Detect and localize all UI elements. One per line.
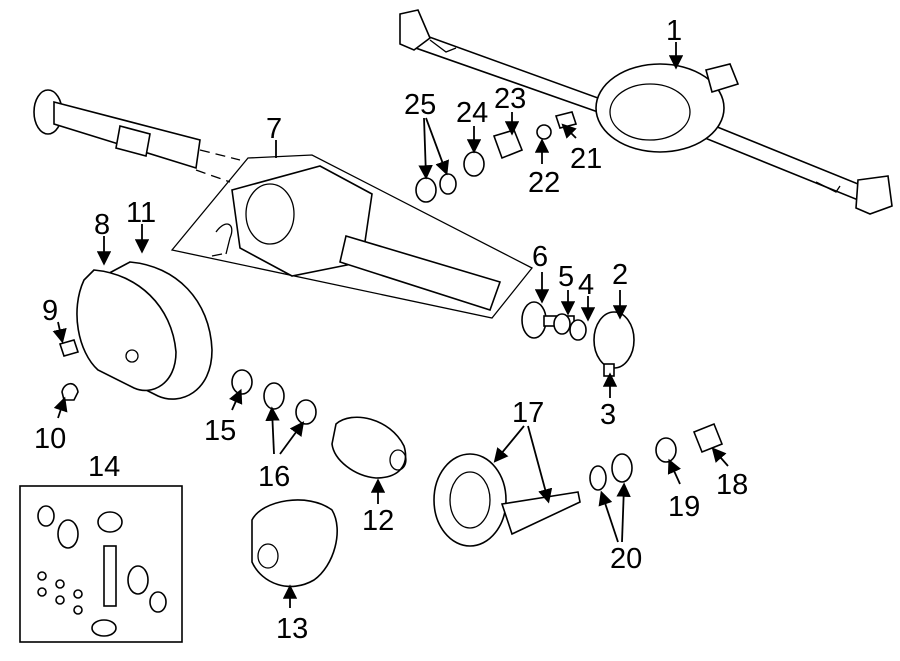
bearings xyxy=(231,369,317,425)
callout-23: 23 xyxy=(494,83,526,115)
callout-1: 1 xyxy=(666,15,682,47)
callout-10: 10 xyxy=(34,423,66,455)
callout-16: 16 xyxy=(258,461,290,493)
fill-plug-and-vent xyxy=(58,339,80,401)
leader-lines xyxy=(52,42,729,608)
callout-9: 9 xyxy=(42,295,58,327)
callout-20: 20 xyxy=(610,543,642,575)
callout-13: 13 xyxy=(276,613,308,645)
differential-kit-box xyxy=(19,485,183,643)
callout-6: 6 xyxy=(532,241,548,273)
callout-8: 8 xyxy=(94,209,110,241)
differential-case xyxy=(331,416,407,479)
callout-25: 25 xyxy=(404,89,436,121)
cover-and-gasket xyxy=(76,261,213,400)
callout-14: 14 xyxy=(88,451,120,483)
callout-11: 11 xyxy=(126,197,156,229)
callout-3: 3 xyxy=(600,399,616,431)
callout-labels: 1 2 3 4 5 6 7 8 9 10 11 12 13 14 15 16 1… xyxy=(34,15,748,645)
small-hardware xyxy=(415,111,578,203)
callout-18: 18 xyxy=(716,469,748,501)
pinion-assembly xyxy=(521,301,635,377)
callout-12: 12 xyxy=(362,505,394,537)
axle-housing-assembly xyxy=(399,9,893,215)
callout-4: 4 xyxy=(578,269,594,301)
callout-7: 7 xyxy=(266,113,282,145)
callout-22: 22 xyxy=(528,167,560,199)
callout-24: 24 xyxy=(456,97,488,129)
callout-5: 5 xyxy=(558,261,574,293)
callout-19: 19 xyxy=(668,491,700,523)
seal-and-yoke-parts xyxy=(589,422,724,491)
carrier-housing-frame xyxy=(170,154,534,319)
driveshaft xyxy=(33,89,241,183)
callout-21: 21 xyxy=(570,143,602,175)
callout-17: 17 xyxy=(512,397,544,429)
differential-assembly xyxy=(251,499,338,588)
callout-15: 15 xyxy=(204,415,236,447)
ring-and-pinion xyxy=(433,453,581,547)
callout-2: 2 xyxy=(612,259,628,291)
